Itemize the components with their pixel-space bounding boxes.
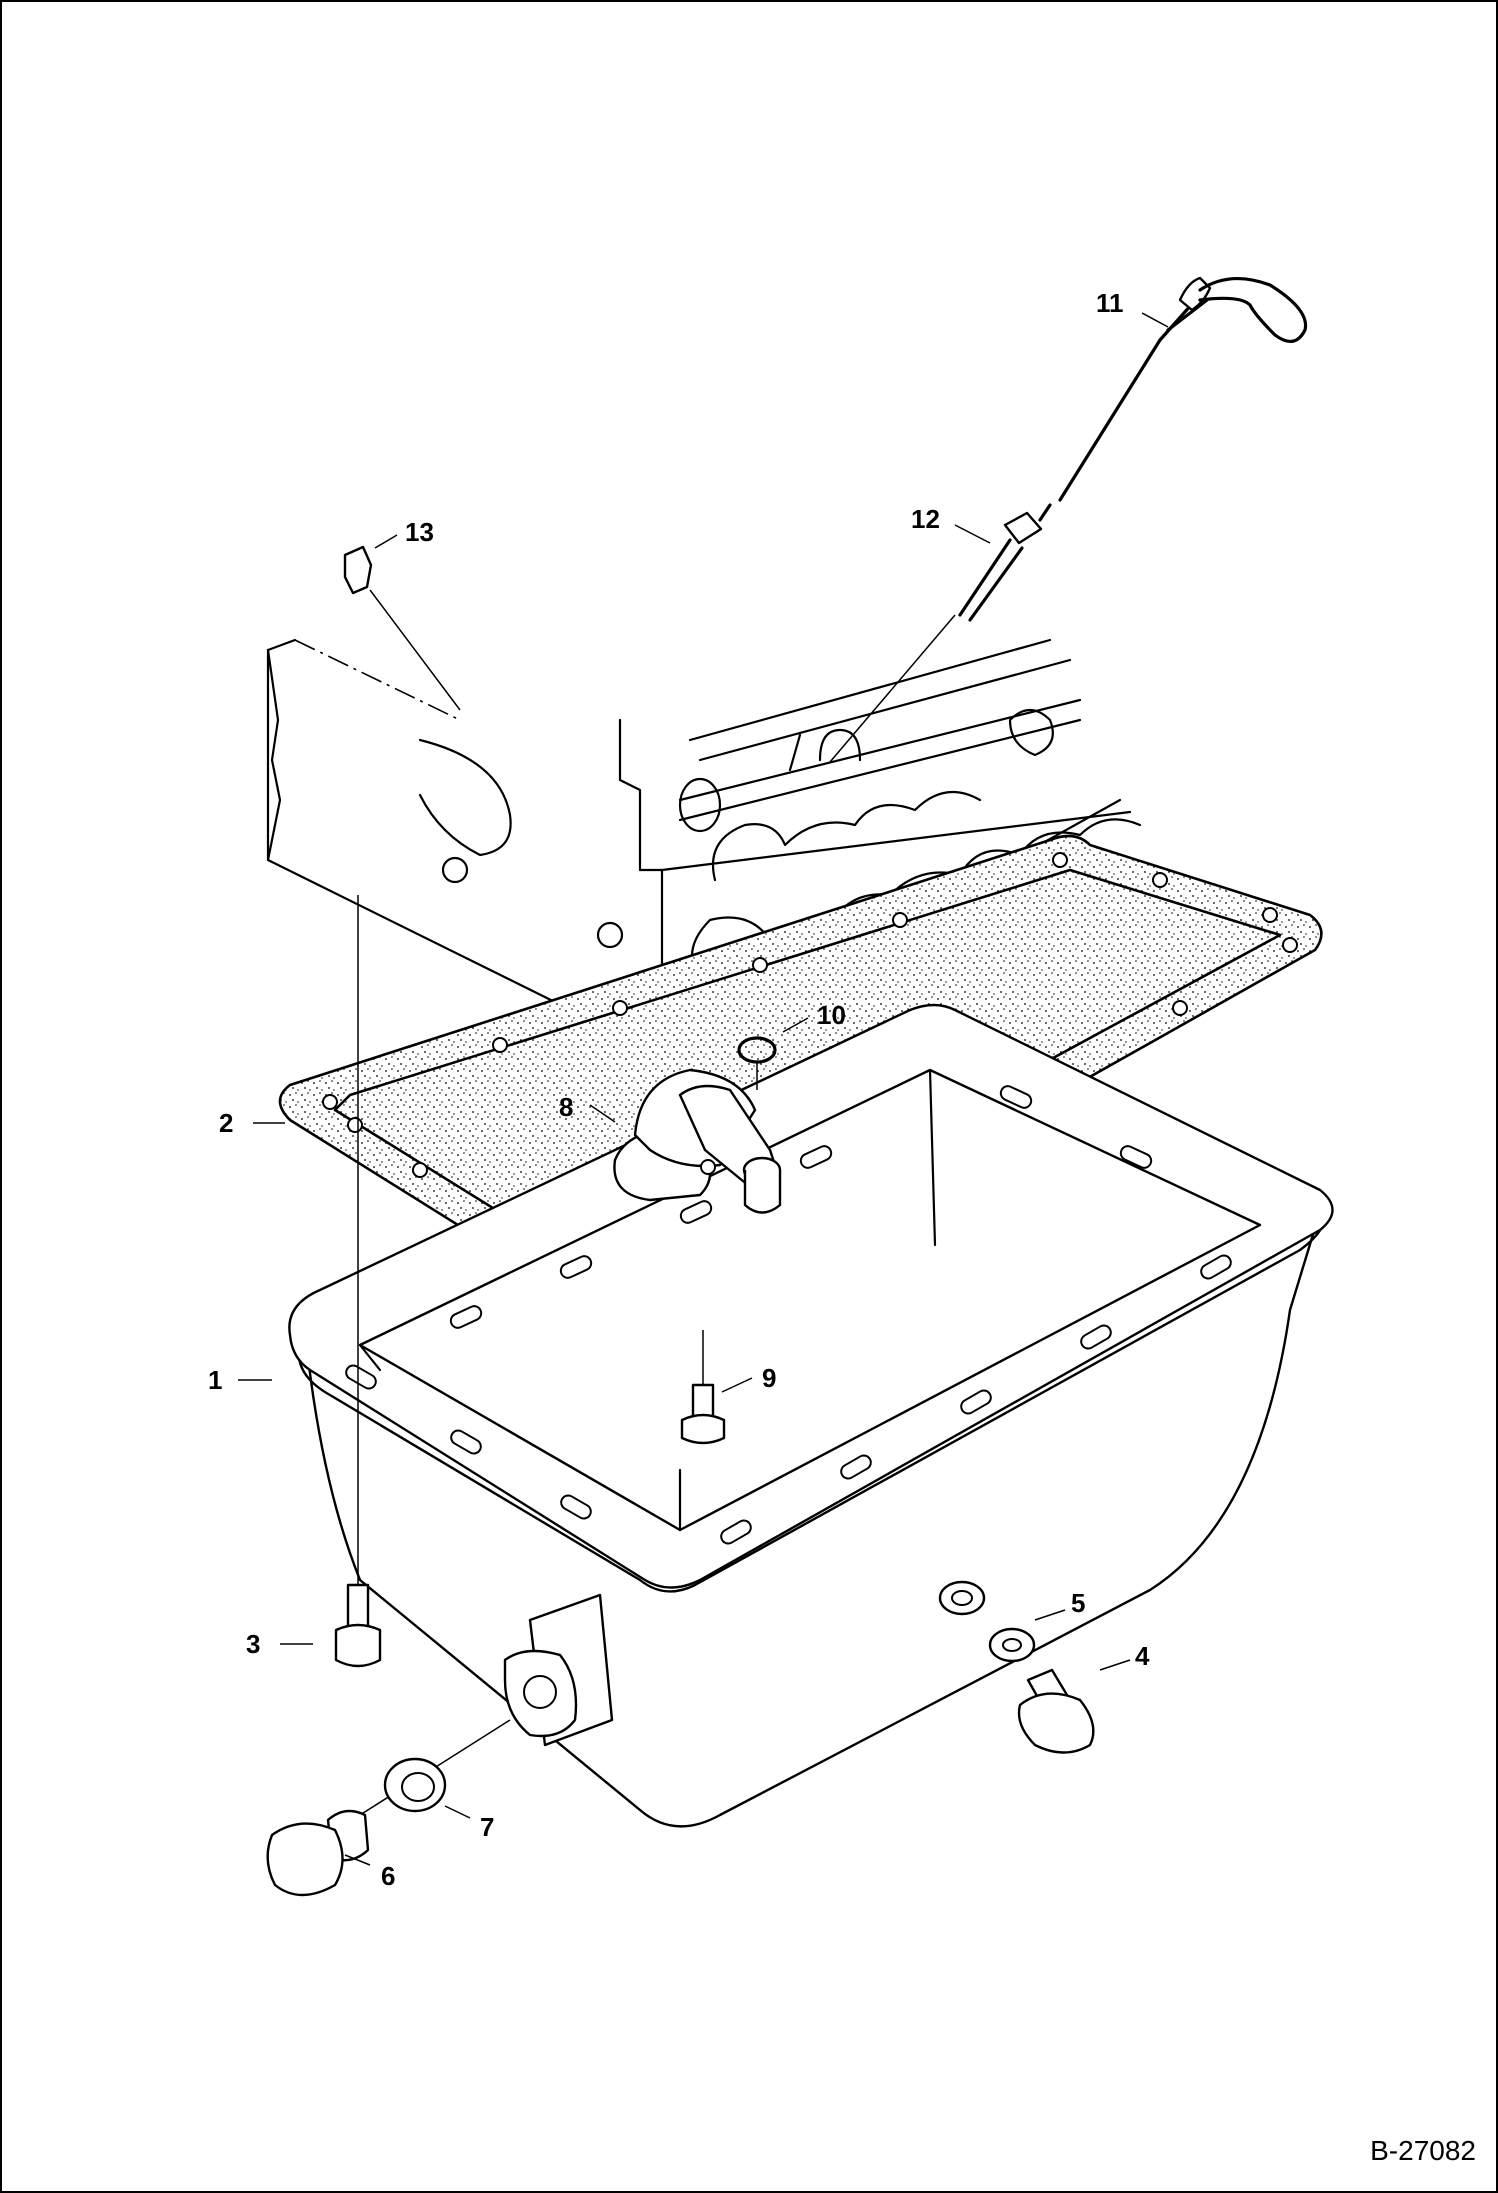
callout-label: 4 [1135, 1641, 1150, 1671]
callout-label: 1 [208, 1365, 222, 1395]
callout-label: 3 [246, 1629, 260, 1659]
figure-id: B-27082 [1370, 2135, 1476, 2166]
plug-13 [343, 545, 461, 711]
dipstick [958, 276, 1308, 622]
callout-11: 11 [1096, 288, 1169, 328]
washer-5 [988, 1627, 1036, 1663]
callout-4: 4 [1099, 1641, 1150, 1671]
callout-label: 9 [762, 1363, 776, 1393]
oil-pan [288, 1003, 1334, 1828]
callout-10: 10 [782, 1000, 846, 1033]
callout-label: 6 [381, 1861, 395, 1891]
callout-label: 8 [559, 1092, 573, 1122]
oil-strainer [613, 1068, 782, 1214]
callout-3: 3 [246, 1629, 313, 1659]
callout-label: 13 [405, 517, 434, 547]
seal-ring-7 [383, 1757, 447, 1813]
callout-label: 2 [219, 1108, 233, 1138]
callout-label: 12 [911, 504, 940, 534]
callout-label: 11 [1096, 288, 1124, 318]
bolt-3 [334, 895, 382, 1668]
flange-slots [345, 1085, 1232, 1545]
plug-6 [266, 1809, 370, 1897]
callout-2: 2 [219, 1108, 285, 1138]
drain-plug-4 [1017, 1668, 1095, 1754]
callout-label: 5 [1071, 1588, 1085, 1618]
dipstick-guide-line [829, 614, 956, 763]
callout-9: 9 [721, 1363, 776, 1393]
callout-7: 7 [444, 1805, 494, 1842]
callout-1: 1 [208, 1365, 272, 1395]
callout-label: 7 [480, 1812, 494, 1842]
callout-8: 8 [559, 1092, 616, 1123]
callout-12: 12 [911, 504, 991, 544]
callout-6: 6 [344, 1854, 395, 1891]
callout-5: 5 [1034, 1588, 1085, 1621]
callout-13: 13 [374, 517, 434, 549]
bolt-9 [680, 1330, 726, 1445]
callout-label: 10 [817, 1000, 846, 1030]
